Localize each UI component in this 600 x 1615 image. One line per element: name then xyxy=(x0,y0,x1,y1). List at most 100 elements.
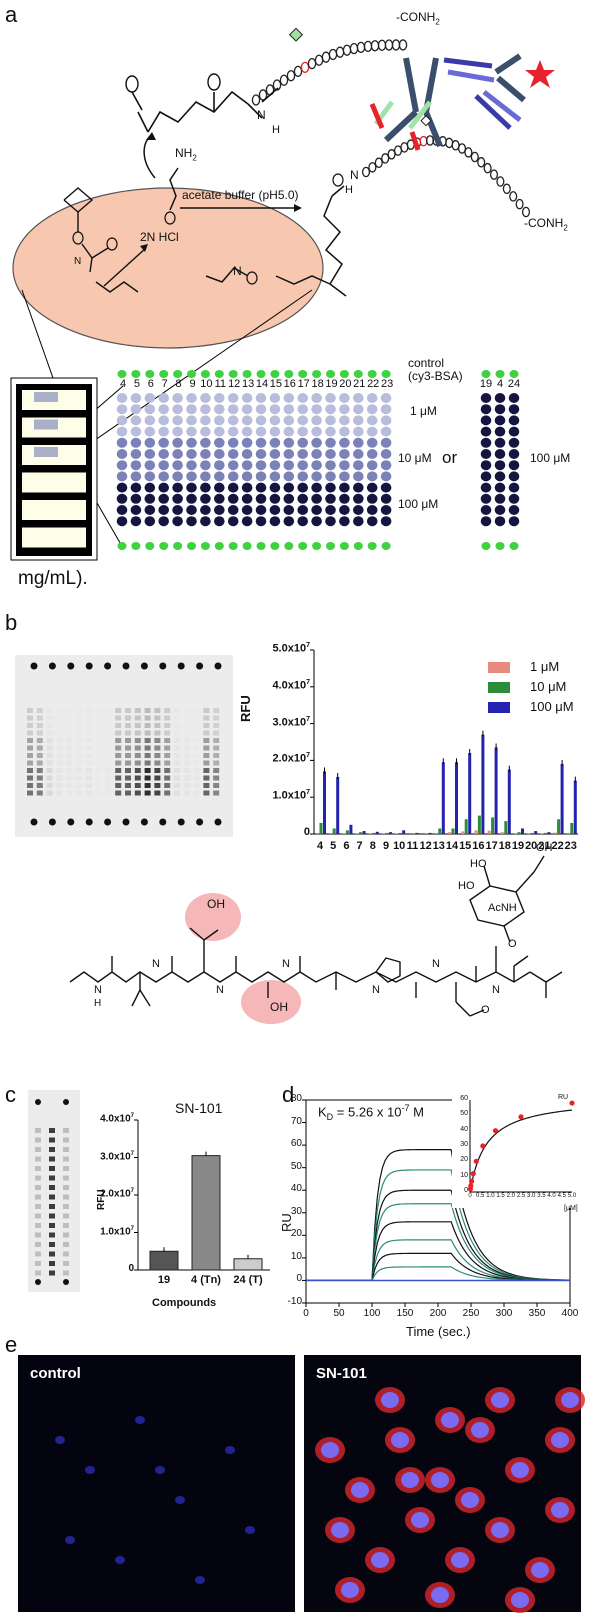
glyco-o-label: O xyxy=(508,938,517,950)
array-spot xyxy=(241,449,253,459)
array-spot xyxy=(116,393,128,403)
amino-acid-bead xyxy=(300,61,310,74)
scan-spot xyxy=(46,745,53,751)
chart-b-bar xyxy=(345,830,349,834)
slide-array-patch xyxy=(34,392,58,402)
scan-spot xyxy=(27,768,33,773)
control-spot xyxy=(173,370,183,378)
oh-label-sugar: OH xyxy=(536,842,553,854)
carbamate-n-label: N xyxy=(74,256,82,267)
chart-b-category-label: 15 xyxy=(459,840,472,852)
scan-spot xyxy=(36,730,43,736)
column-number: 11 xyxy=(214,378,226,390)
scan-spot xyxy=(105,745,112,751)
array-spot xyxy=(227,460,239,471)
chart-d-xtick-label: 300 xyxy=(495,1308,513,1319)
inset-ytick-label: 50 xyxy=(460,1110,468,1118)
array-spot xyxy=(227,449,239,459)
right-column-number: 19 xyxy=(479,378,493,390)
legend-label: 1 μM xyxy=(530,659,560,674)
control-spot xyxy=(145,370,155,378)
array-spot xyxy=(339,471,350,482)
scan-spot xyxy=(85,730,92,736)
array-spot xyxy=(380,493,392,504)
scan-spot xyxy=(183,753,190,758)
array-spot xyxy=(494,460,506,471)
scan-control-spot xyxy=(159,818,167,826)
array-spot xyxy=(269,516,281,527)
scan-spot xyxy=(183,768,190,773)
chart-b-category-label: 12 xyxy=(419,840,432,852)
array-spot xyxy=(325,393,336,403)
ho-label: HO xyxy=(458,880,475,892)
scan-spot xyxy=(85,715,92,721)
scan-control-spot xyxy=(214,818,222,826)
scan-spot xyxy=(95,753,102,758)
array-spot xyxy=(130,460,142,471)
scan-spot xyxy=(134,708,141,713)
array-spot xyxy=(144,426,156,437)
scan-spot xyxy=(164,783,171,788)
scan-spot xyxy=(125,783,131,788)
array-spot xyxy=(116,460,128,471)
slide-body xyxy=(16,384,92,556)
scan-spot xyxy=(115,723,122,728)
chart-b-bar xyxy=(319,822,323,834)
scan-spot xyxy=(125,708,131,713)
scan-spot xyxy=(193,745,200,751)
scan-spot xyxy=(154,745,161,751)
scan-spot xyxy=(203,753,210,758)
scan-spot xyxy=(154,783,161,788)
array-spot xyxy=(200,415,211,426)
scan-spot xyxy=(66,790,73,796)
scan-spot xyxy=(203,715,210,721)
array-spot xyxy=(297,404,309,415)
scan-control-spot xyxy=(196,818,204,826)
scan-spot xyxy=(174,738,180,743)
array-spot xyxy=(339,505,350,515)
scan-control-spot xyxy=(140,818,148,826)
chart-b-bar xyxy=(534,831,538,834)
array-spot xyxy=(255,460,267,471)
array-spot xyxy=(144,493,156,504)
highlight-ser xyxy=(241,980,301,1024)
array-spot xyxy=(255,415,267,426)
array-spot xyxy=(339,415,350,426)
array-spot xyxy=(158,516,169,527)
array-spot xyxy=(241,505,253,515)
array-spot xyxy=(214,493,225,504)
scan-spot xyxy=(76,745,82,751)
column-number: 18 xyxy=(311,378,324,390)
chart-d-xtick-label: 0 xyxy=(303,1308,309,1319)
ketone-bond xyxy=(131,91,143,111)
amino-acid-bead xyxy=(384,39,394,51)
array-spot xyxy=(227,493,239,504)
chart-b-bar xyxy=(389,832,392,834)
array-spot xyxy=(214,415,225,426)
chart-b-bar xyxy=(455,762,458,834)
scan-spot xyxy=(105,790,112,796)
chart-b-ytick-label: 5.0x107 xyxy=(272,642,310,655)
chart-d-ytick-label: 30 xyxy=(290,1205,302,1217)
array-spot xyxy=(380,460,392,471)
scan-spot xyxy=(56,745,63,751)
array-spot xyxy=(325,460,336,471)
n-label-3: N xyxy=(216,984,224,996)
reagent-acetate-buffer: acetate buffer (pH5.0) xyxy=(182,188,299,202)
chart-b-ytick-label: 3.0x107 xyxy=(272,715,310,729)
scan-spot xyxy=(36,790,43,796)
panel-label-c: c xyxy=(5,1082,16,1107)
array-spot xyxy=(116,516,128,527)
array-spot xyxy=(380,415,392,426)
array-spot xyxy=(255,482,267,493)
h-label-1: H xyxy=(94,998,102,1009)
column-number: 10 xyxy=(200,378,213,390)
control-label-cy3: (cy3-BSA) xyxy=(408,369,463,383)
scan-spot xyxy=(144,760,151,766)
chart-c-ytick-label: 4.0x107 xyxy=(100,1113,134,1125)
scan-spot xyxy=(125,775,131,781)
amide-n-label: N xyxy=(257,108,266,122)
amino-acid-bead xyxy=(419,135,428,147)
chart-b-category-label: 18 xyxy=(498,840,511,852)
scan-spot xyxy=(27,723,33,728)
